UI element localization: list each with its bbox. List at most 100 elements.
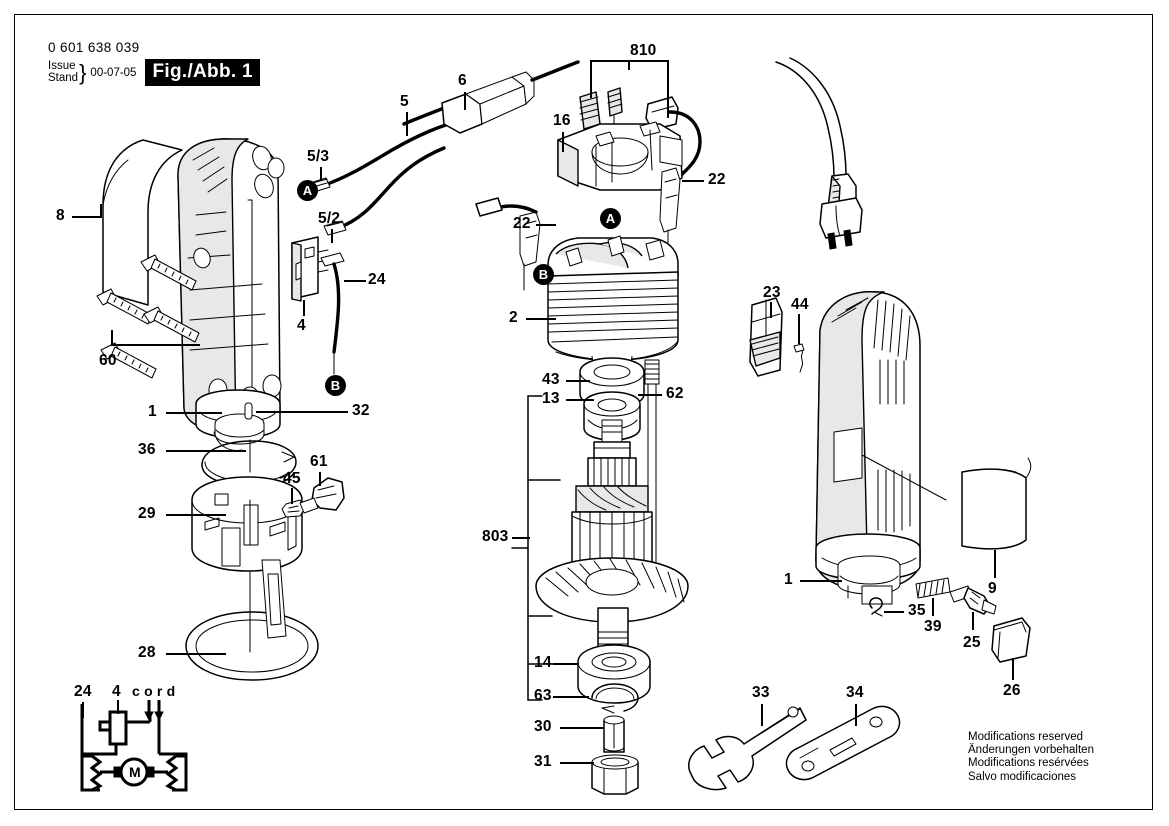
leader-803	[512, 537, 530, 539]
callout-14: 14	[534, 654, 552, 671]
leader-60b	[111, 330, 113, 346]
callout-31: 31	[534, 753, 552, 770]
leader-4	[303, 300, 305, 316]
callout-1-right: 1	[784, 571, 793, 588]
callout-60: 60	[99, 352, 117, 369]
part-number: 0 601 638 039	[48, 40, 140, 55]
callout-34: 34	[846, 684, 864, 701]
leader-16	[562, 132, 564, 152]
leader-sch24	[82, 702, 84, 718]
leader-24	[344, 280, 366, 282]
leader-28	[166, 653, 226, 655]
leader-33	[761, 704, 763, 726]
callout-4: 4	[297, 317, 306, 334]
callout-39: 39	[924, 618, 942, 635]
callout-29: 29	[138, 505, 156, 522]
callout-22-right: 22	[708, 171, 726, 188]
marker-b-center: B	[533, 264, 554, 285]
issue-label: Issue	[48, 60, 76, 72]
footer-line-es: Salvo modificaciones	[968, 770, 1077, 783]
leader-1l	[166, 412, 222, 414]
callout-62: 62	[666, 385, 684, 402]
leader-43	[566, 380, 590, 382]
leader-6	[464, 92, 466, 110]
marker-a-left: A	[297, 180, 318, 201]
schematic-label-4: 4	[112, 683, 121, 700]
callout-32: 32	[352, 402, 370, 419]
leader-31	[560, 762, 594, 764]
document-header: 0 601 638 039 Issue Stand } 00-07-05 Fig…	[48, 40, 260, 86]
leader-53	[320, 167, 322, 181]
leader-810b	[590, 60, 592, 98]
leader-29	[166, 514, 226, 516]
leader-23	[770, 302, 772, 318]
brace-glyph: }	[79, 60, 87, 85]
leader-61	[319, 472, 321, 486]
callout-28: 28	[138, 644, 156, 661]
callout-9: 9	[988, 580, 997, 597]
callout-36: 36	[138, 441, 156, 458]
leader-1r	[800, 580, 842, 582]
callout-5: 5	[400, 93, 409, 110]
schematic-motor-symbol: M	[129, 764, 141, 780]
footer-line-en: Modifications reserved	[968, 731, 1084, 743]
callout-63: 63	[534, 687, 552, 704]
stand-label: Stand	[48, 71, 79, 84]
callout-5-2: 5/2	[318, 210, 341, 227]
leader-9	[994, 550, 996, 578]
leader-810c	[667, 60, 669, 118]
leader-45	[291, 488, 293, 504]
marker-b-left: B	[325, 375, 346, 396]
callout-810: 810	[630, 42, 657, 59]
leader-39	[932, 598, 934, 616]
leader-13	[566, 399, 594, 401]
leader-62	[638, 394, 662, 396]
page-border	[14, 14, 1153, 810]
callout-16: 16	[553, 112, 571, 129]
footer-disclaimer: Modifications reserved Änderungen vorbeh…	[968, 731, 1094, 784]
callout-8: 8	[56, 207, 65, 224]
leader-22r	[682, 180, 704, 182]
callout-1-left: 1	[148, 403, 157, 420]
leader-14	[553, 663, 579, 665]
callout-2: 2	[509, 309, 518, 326]
leader-63	[553, 696, 589, 698]
schematic-label-24: 24	[74, 683, 92, 700]
callout-25: 25	[963, 634, 981, 651]
figure-badge: Fig./Abb. 1	[145, 59, 260, 86]
leader-22l	[536, 224, 556, 226]
callout-61: 61	[310, 453, 328, 470]
callout-22-left: 22	[513, 215, 531, 232]
issue-date: 00-07-05	[90, 66, 137, 79]
leader-32	[256, 411, 348, 413]
leader-8b	[100, 204, 102, 218]
callout-5-3: 5/3	[307, 148, 330, 165]
leader-sch4	[117, 700, 119, 714]
footer-line-de: Änderungen vorbehalten	[968, 744, 1094, 757]
leader-25	[972, 612, 974, 630]
callout-23: 23	[763, 284, 781, 301]
callout-30: 30	[534, 718, 552, 735]
leader-52	[331, 229, 333, 243]
leader-30	[560, 727, 604, 729]
marker-a-center: A	[600, 208, 621, 229]
leader-810d	[628, 60, 630, 70]
leader-2	[526, 318, 556, 320]
leader-60	[112, 344, 200, 346]
issue-stand-labels: Issue Stand	[48, 60, 79, 84]
leader-36	[166, 450, 246, 452]
callout-6: 6	[458, 72, 467, 89]
leader-5	[406, 112, 408, 136]
leader-8	[72, 216, 102, 218]
callout-43: 43	[542, 371, 560, 388]
leader-35	[884, 611, 904, 613]
callout-35: 35	[908, 602, 926, 619]
callout-803: 803	[482, 528, 509, 545]
callout-13: 13	[542, 390, 560, 407]
callout-45: 45	[283, 470, 301, 487]
leader-34	[855, 704, 857, 726]
leader-44	[798, 314, 800, 344]
leader-26	[1012, 658, 1014, 680]
callout-24: 24	[368, 271, 386, 288]
